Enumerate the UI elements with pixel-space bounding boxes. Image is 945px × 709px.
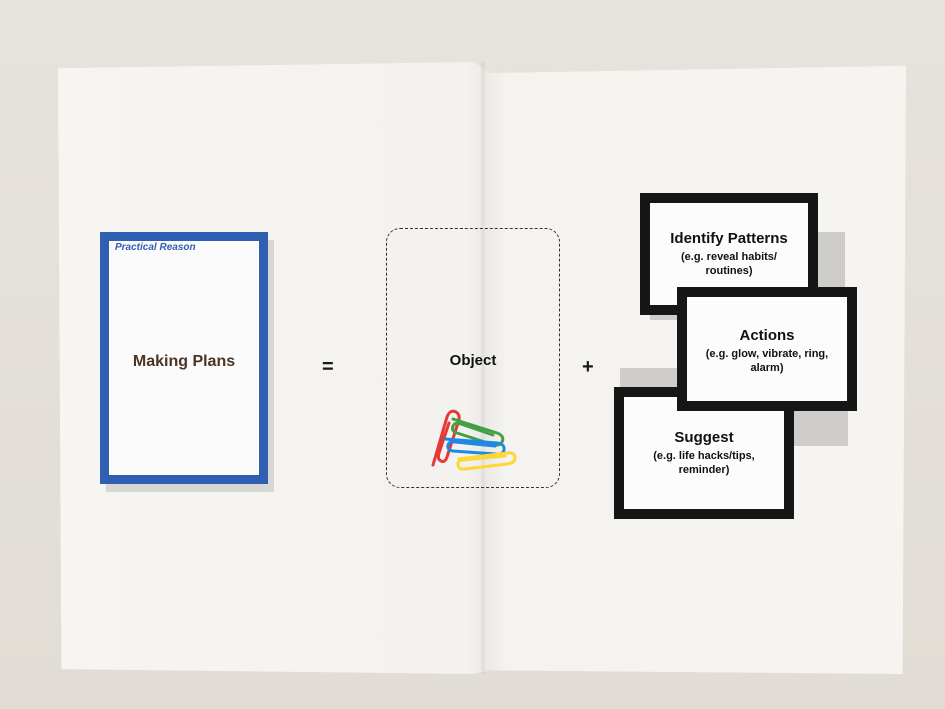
- card-category-label: Practical Reason: [115, 242, 196, 253]
- card-subtitle: (e.g. life hacks/tips, reminder): [653, 450, 755, 476]
- equals-sign: =: [322, 356, 334, 378]
- object-label: Object: [449, 352, 497, 369]
- object-placeholder-box: [386, 228, 560, 488]
- yellow-paperclip: [456, 451, 517, 471]
- card-title: Suggest: [674, 429, 734, 446]
- plus-sign: +: [582, 356, 594, 378]
- green-paperclip: [451, 417, 505, 447]
- paper-fold: [480, 62, 486, 674]
- actions-card: Actions (e.g. glow, vibrate, ring, alarm…: [677, 287, 857, 411]
- blue-paperclip: [443, 437, 506, 456]
- card-subtitle: (e.g. reveal habits/ routines): [681, 251, 777, 277]
- card-title: Making Plans: [132, 353, 236, 370]
- card-title: Identify Patterns: [670, 230, 788, 247]
- card-title: Actions: [739, 327, 795, 344]
- practical-reason-card: Practical Reason Making Plans: [100, 232, 268, 484]
- paperclips-icon: [431, 409, 517, 471]
- card-subtitle: (e.g. glow, vibrate, ring, alarm): [705, 348, 829, 374]
